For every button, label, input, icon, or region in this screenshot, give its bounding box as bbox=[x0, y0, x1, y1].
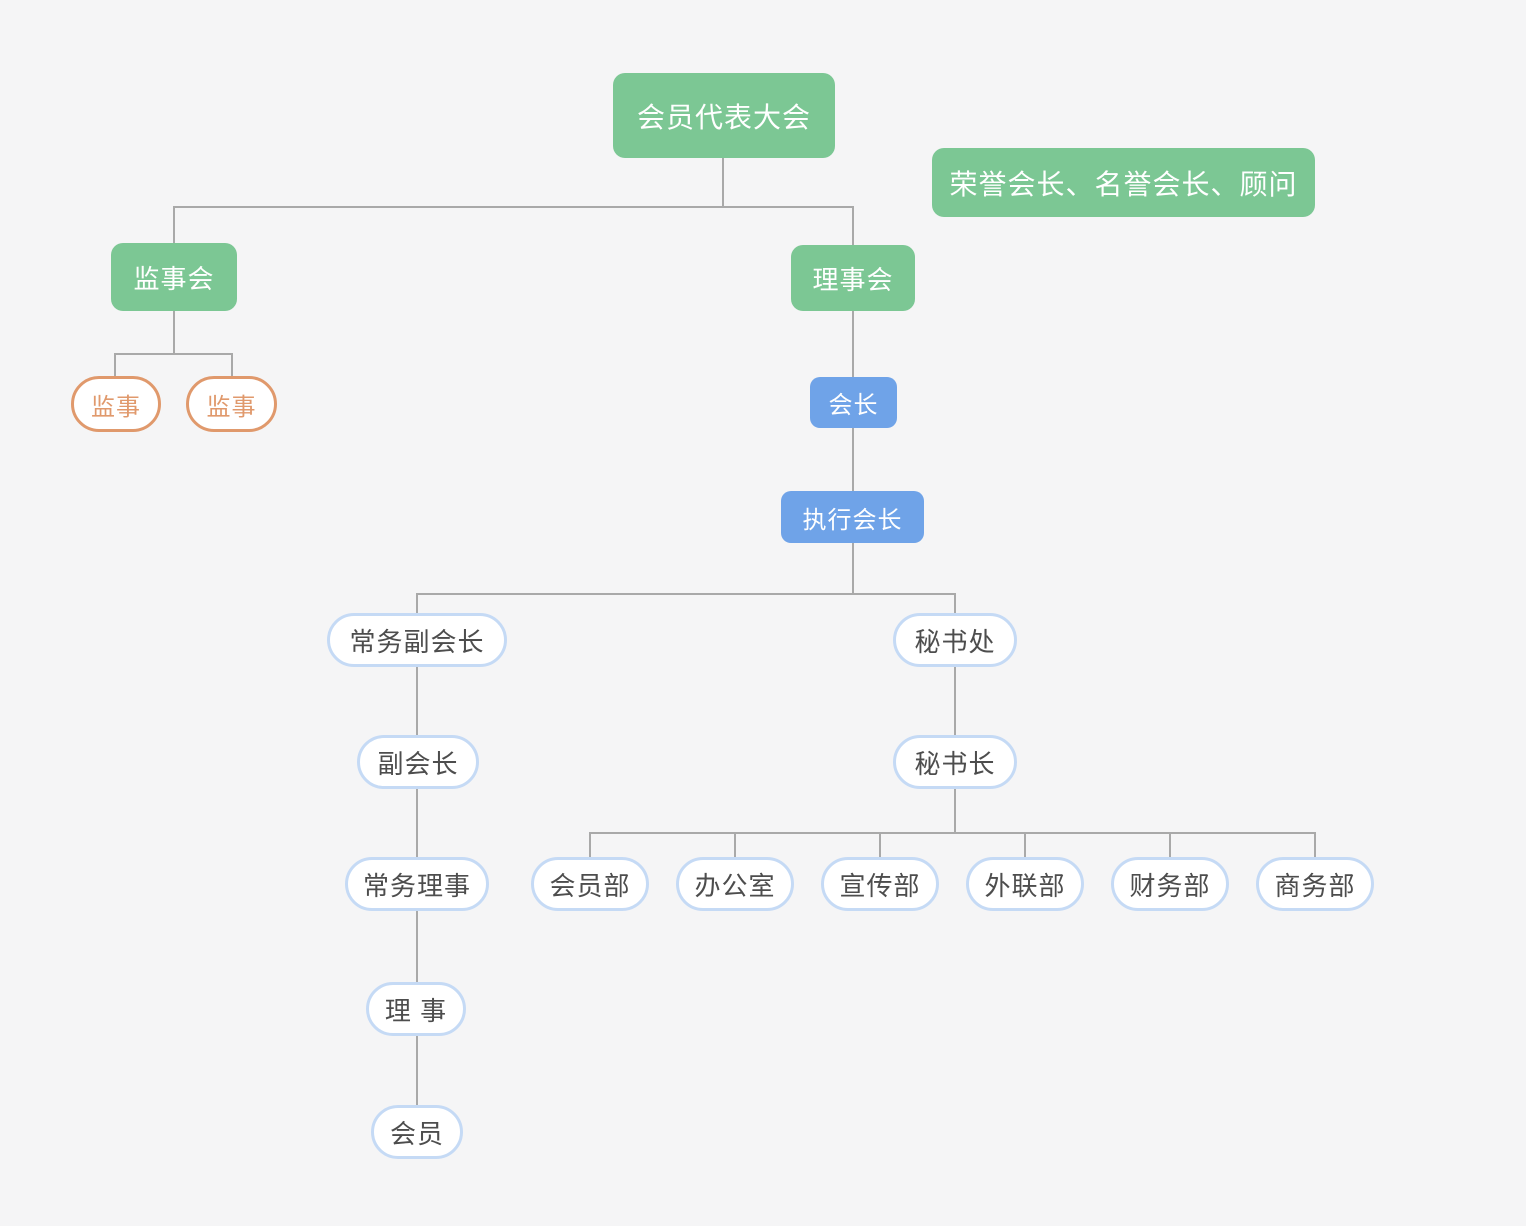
node-member-assembly[interactable]: 会员代表大会 bbox=[613, 73, 835, 158]
connector-line bbox=[1169, 832, 1171, 857]
node-director[interactable]: 理 事 bbox=[366, 982, 466, 1036]
connector-line bbox=[852, 311, 854, 377]
node-vice-president[interactable]: 副会长 bbox=[357, 735, 479, 789]
node-supervisor-2[interactable]: 监事 bbox=[186, 376, 277, 432]
connector-line bbox=[416, 1036, 418, 1105]
connector-line bbox=[852, 428, 854, 491]
node-honorary-presidents-advisors[interactable]: 荣誉会长、名誉会长、顾问 bbox=[932, 148, 1315, 217]
connector-line bbox=[173, 206, 854, 208]
connector-line bbox=[954, 789, 956, 834]
node-label: 理事会 bbox=[812, 264, 894, 295]
connector-line bbox=[416, 789, 418, 857]
connector-line bbox=[1024, 832, 1026, 857]
node-label: 秘书处 bbox=[914, 626, 996, 657]
node-dept-office[interactable]: 办公室 bbox=[676, 857, 794, 911]
node-label: 秘书长 bbox=[914, 748, 996, 779]
node-member[interactable]: 会员 bbox=[371, 1105, 463, 1159]
connector-line bbox=[416, 593, 956, 595]
node-label: 宣传部 bbox=[839, 870, 921, 901]
connector-line bbox=[734, 832, 736, 857]
node-label: 会长 bbox=[828, 392, 879, 419]
node-executive-president[interactable]: 执行会长 bbox=[781, 491, 924, 543]
connector-line bbox=[173, 311, 175, 354]
node-label: 监事 bbox=[91, 393, 141, 421]
connector-line bbox=[173, 206, 175, 243]
node-label: 副会长 bbox=[377, 748, 459, 779]
node-label: 财务部 bbox=[1129, 870, 1211, 901]
connector-line bbox=[879, 832, 881, 857]
node-label: 荣誉会长、名誉会长、顾问 bbox=[949, 168, 1298, 200]
node-label: 常务副会长 bbox=[349, 626, 485, 657]
connector-line bbox=[114, 353, 116, 377]
node-label: 监事 bbox=[206, 393, 257, 421]
node-dept-liaison[interactable]: 外联部 bbox=[966, 857, 1084, 911]
connector-line bbox=[722, 157, 724, 207]
node-secretariat[interactable]: 秘书处 bbox=[893, 613, 1017, 667]
node-dept-member[interactable]: 会员部 bbox=[531, 857, 649, 911]
node-president[interactable]: 会长 bbox=[810, 377, 897, 428]
connector-line bbox=[589, 832, 1316, 834]
node-supervisor-1[interactable]: 监事 bbox=[71, 376, 161, 432]
node-standing-vice-president[interactable]: 常务副会长 bbox=[327, 613, 507, 667]
node-label: 商务部 bbox=[1274, 870, 1356, 901]
connector-line bbox=[231, 353, 233, 377]
node-label: 外联部 bbox=[984, 870, 1066, 901]
connector-line bbox=[954, 667, 956, 735]
node-label: 执行会长 bbox=[802, 506, 903, 534]
node-supervisory-board[interactable]: 监事会 bbox=[111, 243, 237, 311]
connector-line bbox=[416, 667, 418, 735]
node-dept-business[interactable]: 商务部 bbox=[1256, 857, 1374, 911]
node-secretary-general[interactable]: 秘书长 bbox=[893, 735, 1017, 789]
node-label: 会员 bbox=[389, 1118, 444, 1149]
node-dept-publicity[interactable]: 宣传部 bbox=[821, 857, 939, 911]
connector-line bbox=[416, 593, 418, 613]
node-label: 常务理事 bbox=[362, 870, 471, 901]
connector-line bbox=[1314, 832, 1316, 857]
node-label: 监事会 bbox=[133, 263, 215, 294]
node-label: 会员部 bbox=[549, 870, 631, 901]
connector-line bbox=[954, 593, 956, 613]
node-dept-finance[interactable]: 财务部 bbox=[1111, 857, 1229, 911]
node-label: 会员代表大会 bbox=[636, 101, 811, 133]
connector-line bbox=[852, 206, 854, 245]
connector-line bbox=[416, 911, 418, 982]
connector-line bbox=[114, 353, 233, 355]
node-council[interactable]: 理事会 bbox=[791, 245, 915, 311]
node-label: 理 事 bbox=[384, 995, 448, 1026]
connector-line bbox=[589, 832, 591, 857]
node-label: 办公室 bbox=[694, 870, 776, 901]
connector-line bbox=[852, 543, 854, 595]
node-standing-director[interactable]: 常务理事 bbox=[345, 857, 489, 911]
